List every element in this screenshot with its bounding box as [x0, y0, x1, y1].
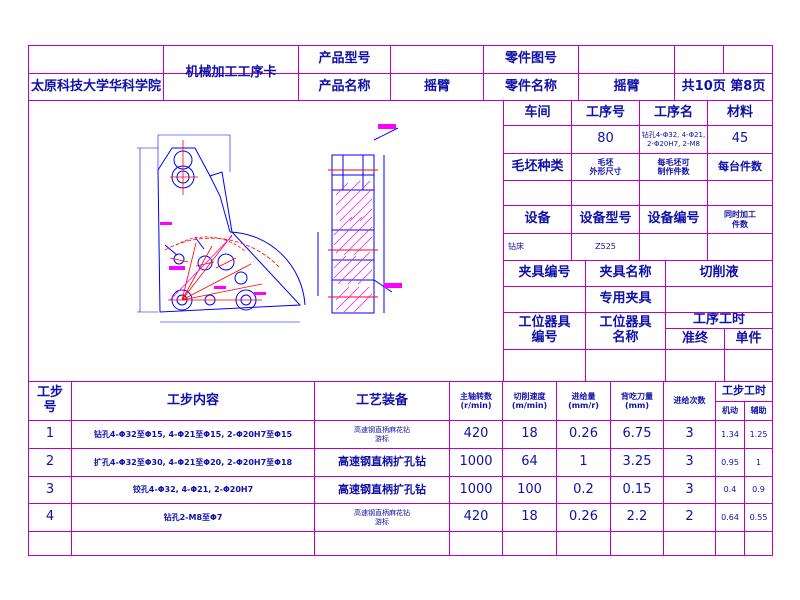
step-feed: 1: [579, 454, 588, 470]
step-speed: 1000: [459, 454, 493, 470]
product-name-label: 产品名称: [318, 78, 371, 94]
equip-model-value: Z525: [595, 242, 616, 252]
col-equipment: 工艺装备: [355, 392, 408, 408]
page-count: 共10页 第8页: [681, 78, 766, 94]
coolant-label: 切削液: [699, 265, 739, 281]
step-passes: 3: [685, 454, 694, 470]
material-value: 45: [731, 131, 749, 147]
step-equipment: 高速钢直柄麻花钻 游标: [354, 426, 410, 443]
step-aux-time: 0.55: [749, 512, 768, 522]
step-content: 扩孔4-Φ32至Φ30, 4-Φ21至Φ20, 2-Φ20H7至Φ18: [93, 457, 293, 467]
product-model-label: 产品型号: [318, 51, 371, 67]
step-no: 4: [45, 509, 55, 525]
blank-type-label: 毛坯种类: [511, 158, 564, 174]
step-speed: 420: [463, 426, 489, 442]
fixture-name-value: 专用夹具: [599, 291, 652, 307]
part-name-value: 摇臂: [613, 78, 640, 94]
step-aux-time: 0.9: [752, 485, 765, 495]
step-speed: 420: [463, 509, 489, 525]
step-feed: 0.2: [573, 481, 594, 497]
col-step-time: 工步工时: [722, 384, 766, 398]
step-depth: 6.75: [622, 426, 652, 442]
fixture-name-label: 夹具名称: [599, 265, 652, 281]
center-lines: [164, 140, 281, 301]
step-cut-speed: 18: [521, 426, 538, 442]
blank-size-label: 毛坯 外形尺寸: [589, 157, 622, 176]
step-content: 钻孔2-M8至Φ7: [163, 512, 223, 522]
step-depth: 0.15: [622, 481, 652, 497]
fixture-no-label: 夹具编号: [518, 265, 571, 281]
part-no-value: [579, 46, 674, 73]
step-passes: 2: [685, 509, 694, 525]
prep-time-label: 准终: [681, 330, 708, 346]
col-machine-time: 机动: [722, 406, 738, 416]
step-machine-time: 0.95: [721, 457, 739, 467]
op-name-label: 工序名: [653, 104, 693, 120]
step-passes: 3: [685, 481, 694, 497]
op-no-value: 80: [597, 131, 614, 147]
card-title: 机械加工工序卡: [185, 64, 277, 80]
step-content: 铰孔4-Φ32, 4-Φ21, 2-Φ20H7: [132, 485, 254, 495]
material-label: 材料: [726, 104, 753, 120]
parts-per-blank-label: 每毛坯可 制作件数: [657, 157, 690, 176]
step-aux-time: 1.25: [749, 429, 768, 439]
station-tool-no-label: 工位器具 编号: [518, 315, 571, 345]
op-no-label: 工序号: [585, 104, 625, 120]
col-passes: 进给次数: [673, 396, 706, 406]
op-time-label: 工序工时: [692, 313, 745, 328]
col-step-no: 工步 号: [36, 385, 63, 415]
unit-time-label: 单件: [735, 330, 762, 346]
workshop-label: 车间: [524, 104, 551, 120]
step-cut-speed: 18: [521, 509, 538, 525]
step-depth: 3.25: [622, 454, 652, 470]
col-feed: 进给量 (mm/r): [568, 391, 599, 410]
step-no: 3: [45, 481, 55, 497]
step-aux-time: 1: [755, 457, 762, 467]
equip-no-label: 设备编号: [647, 211, 700, 227]
step-speed: 1000: [459, 481, 493, 497]
step-depth: 2.2: [626, 509, 648, 525]
step-cut-speed: 64: [521, 454, 538, 470]
equipment-label: 设备: [524, 211, 551, 227]
col-cut-speed: 切削速度 (m/min): [511, 391, 548, 410]
col-speed: 主轴转数 (r/min): [460, 391, 492, 410]
step-no: 1: [45, 426, 55, 442]
workshop-value: [504, 126, 571, 153]
step-content: 钻孔4-Φ32至Φ15, 4-Φ21至Φ15, 2-Φ20H7至Φ15: [93, 429, 293, 439]
step-machine-time: 1.34: [721, 429, 739, 439]
col-aux-time: 辅助: [750, 406, 767, 416]
step-equipment: 高速钢直柄扩孔钻: [338, 482, 426, 496]
section-hatch: [333, 180, 373, 313]
parts-per-unit-label: 每台件数: [718, 159, 762, 173]
simultaneous-label: 同时加工 件数: [724, 210, 756, 229]
op-name-value: 钻孔4-Φ32, 4-Φ21, 2-Φ20H7, 2-M8: [641, 131, 706, 148]
step-machine-time: 0.64: [721, 512, 739, 522]
step-feed: 0.26: [569, 509, 598, 525]
step-feed: 0.26: [569, 426, 598, 442]
step-no: 2: [45, 454, 55, 470]
step-equipment: 高速钢直柄麻花钻 游标: [354, 509, 410, 526]
col-step-content: 工步内容: [166, 392, 219, 408]
equip-model-label: 设备型号: [579, 211, 632, 227]
product-name-value: 摇臂: [423, 78, 450, 94]
product-model-value: [391, 46, 483, 73]
station-tool-name-label: 工位器具 名称: [599, 315, 652, 345]
step-machine-time: 0.4: [723, 485, 737, 495]
school-name: 太原科技大学华科学院: [30, 78, 161, 94]
front-view: [157, 147, 306, 313]
step-equipment: 高速钢直柄扩孔钻: [338, 455, 426, 469]
step-cut-speed: 100: [517, 481, 542, 497]
part-name-label: 零件名称: [504, 78, 557, 94]
col-depth: 背吃刀量 (mm): [621, 391, 653, 410]
part-no-label: 零件图号: [504, 51, 557, 67]
equipment-value: 钻床: [508, 242, 524, 252]
step-passes: 3: [685, 426, 694, 442]
